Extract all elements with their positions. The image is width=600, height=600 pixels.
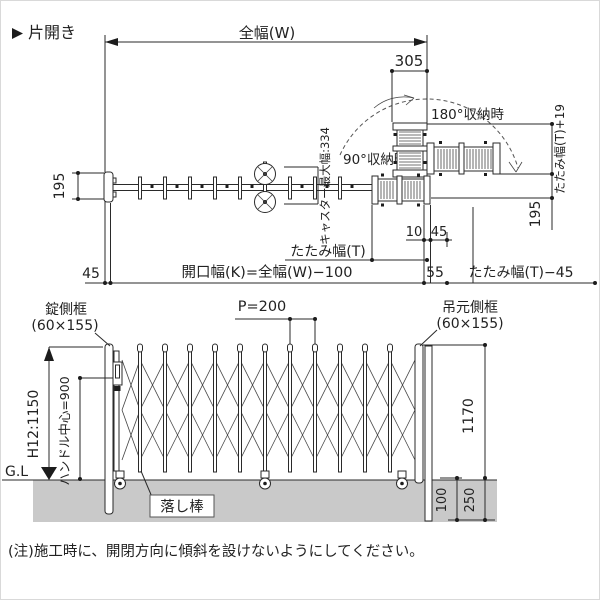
dim-handle-center-label: ハンドル中心=900 — [57, 376, 72, 485]
dim-100-label: 100 — [435, 488, 450, 513]
dim-fold-plus19-label: たたみ幅(T)+19 — [552, 104, 567, 194]
dim-10-45: 10 45 — [406, 205, 474, 283]
drop-bar-label: 落し棒 — [160, 499, 204, 516]
kata-biraki-marker-icon — [12, 28, 23, 39]
caster-plan-icon — [254, 161, 276, 213]
folded-bundle-90 — [392, 122, 428, 178]
dim-caster-max-width: キャスター最大幅:334 — [284, 127, 332, 245]
dim-pitch-label: P=200 — [238, 299, 287, 315]
dim-10-label: 10 — [406, 225, 423, 240]
stow-90-label: 90°収納時 — [343, 152, 408, 168]
dim-250-label: 250 — [463, 488, 478, 513]
dim-height-label: H12:1150 — [26, 390, 42, 459]
swing-arc-90 — [373, 94, 415, 109]
drop-bar-callout: 落し棒 — [140, 470, 215, 518]
hinge-stile-size-label: (60×155) — [436, 316, 503, 332]
dim-1170-label: 1170 — [461, 398, 477, 434]
lock-stile-label: 錠側框 — [45, 302, 87, 318]
dim-fold-minus45-label: たたみ幅(T)−45 — [468, 265, 573, 281]
dim-handle-center: ハンドル中心=900 — [57, 376, 113, 486]
lock-stile-size-label: (60×155) — [31, 318, 98, 334]
dim-height: H12:1150 — [26, 346, 103, 480]
dim-fold-width: たたみ幅(T) — [285, 205, 427, 261]
installation-note: (注)施工時に、開閉方向に傾斜を設けないようにしてください。 — [8, 543, 424, 560]
hinge-stile-callout: 吊元側框 (60×155) — [419, 300, 504, 347]
header: 片開き — [12, 23, 76, 42]
dim-195-left: 195 — [52, 172, 104, 200]
lattice-posts — [137, 343, 393, 473]
stow-180-label: 180°収納時 — [431, 107, 505, 123]
dim-305: 305 — [391, 52, 427, 122]
view-title: 片開き — [28, 23, 76, 42]
dim-45-left-label: 45 — [82, 266, 100, 282]
dim-right-side: たたみ幅(T)+19 195 — [427, 104, 567, 230]
dim-right-elevation: 1170 100 250 — [423, 344, 495, 521]
dim-195-left-label: 195 — [52, 173, 68, 200]
accordion-lattice — [121, 359, 416, 461]
folded-bundle-180 — [426, 141, 501, 176]
dim-bottom-row: 45 開口幅(K)=全幅(W)−100 55 たたみ幅(T)−45 — [82, 203, 595, 284]
gl-marker-icon — [41, 467, 57, 480]
hinge-stile-label: 吊元側框 — [442, 300, 498, 316]
dim-caster-label: キャスター最大幅:334 — [318, 127, 332, 245]
dim-55-label: 55 — [426, 265, 444, 281]
dim-pitch: P=200 — [235, 299, 316, 344]
ground-level-label: G.L — [5, 464, 28, 480]
dimension-dots — [76, 69, 597, 522]
dim-305-label: 305 — [395, 52, 424, 70]
dim-45-label: 45 — [431, 225, 448, 240]
swing-arc-180 — [339, 98, 523, 173]
folded-bundle-closed — [371, 173, 431, 207]
dim-195-right-label: 195 — [528, 201, 544, 228]
gate-rail-plan — [113, 176, 372, 200]
lock-knob — [114, 386, 121, 391]
elevation-view: G.L 錠側框 (60×155) 吊元側框 (60×155) — [2, 299, 504, 522]
casters — [114, 470, 408, 490]
lock-stile-callout: 錠側框 (60×155) — [31, 302, 111, 347]
hinge-stile — [414, 343, 433, 522]
dim-total-width-label: 全幅(W) — [239, 24, 296, 42]
dim-fold-width-label: たたみ幅(T) — [290, 244, 365, 260]
plan-view: 全幅(W) 305 180°収納時 90°収納時 — [52, 24, 595, 285]
dim-opening-width-label: 開口幅(K)=全幅(W)−100 — [182, 263, 353, 281]
dim-total-width: 全幅(W) — [104, 24, 428, 285]
hanging-post-plan — [103, 171, 117, 203]
